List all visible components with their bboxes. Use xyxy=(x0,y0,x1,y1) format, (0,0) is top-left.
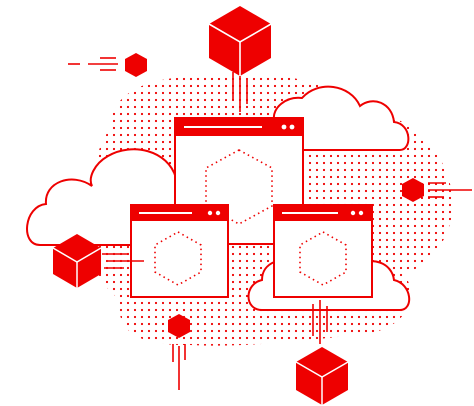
motion-lines-icon xyxy=(68,57,118,71)
hexagon-icon xyxy=(402,178,424,202)
motion-lines-icon xyxy=(102,253,144,269)
motion-lines-icon xyxy=(312,300,328,344)
dotted-hexagon-icon xyxy=(299,231,347,286)
dotted-hexagon-icon xyxy=(154,231,202,286)
isometric-cube-icon xyxy=(295,347,349,405)
motion-lines-icon xyxy=(232,72,248,112)
application-window-icon xyxy=(130,204,229,298)
hexagon-icon xyxy=(125,53,147,77)
motion-lines-icon xyxy=(172,344,186,390)
application-window-icon xyxy=(273,204,373,298)
isometric-cube-icon xyxy=(208,6,272,76)
hexagon-icon xyxy=(168,314,190,338)
motion-lines-icon xyxy=(428,182,472,198)
isometric-cube-icon xyxy=(52,234,102,288)
